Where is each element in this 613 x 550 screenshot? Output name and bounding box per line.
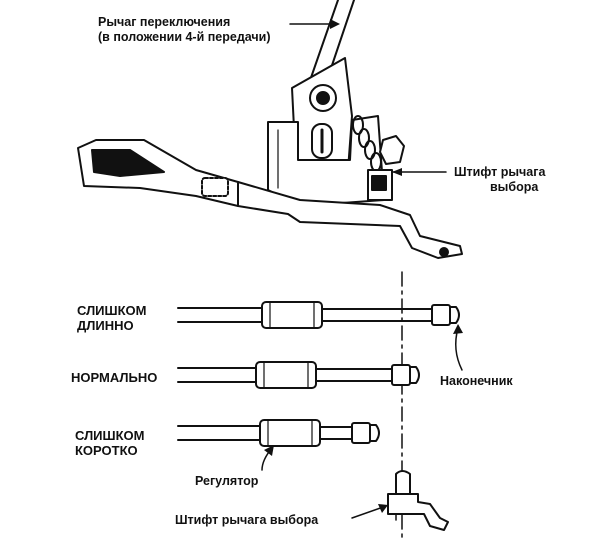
shift-lever-label-line2: (в положении 4-й передачи) bbox=[98, 30, 271, 44]
too-long-label: СЛИШКОМ ДЛИННО bbox=[77, 303, 146, 333]
select-pin-top-label-line2: выбора bbox=[490, 180, 539, 194]
cable-joint bbox=[201, 177, 229, 197]
too-short-label-line2: КОРОТКО bbox=[75, 443, 138, 458]
normal-label: НОРМАЛЬНО bbox=[71, 370, 157, 385]
too-long-label-line2: ДЛИННО bbox=[77, 318, 134, 333]
select-pin-top bbox=[367, 168, 447, 201]
tip-leader bbox=[453, 324, 463, 371]
tip-label-text: Наконечник bbox=[440, 374, 513, 388]
cable-too-short bbox=[177, 419, 380, 447]
select-pin-bottom-label: Штифт рычага выбора bbox=[175, 513, 318, 528]
adjuster-leader bbox=[261, 445, 274, 471]
nut bbox=[379, 135, 405, 165]
mounting-plate bbox=[237, 181, 463, 259]
too-short-label: СЛИШКОМ КОРОТКО bbox=[75, 428, 144, 458]
adjuster-label-text: Регулятор bbox=[195, 474, 259, 488]
adjuster-label: Регулятор bbox=[195, 474, 258, 489]
select-pin-top-label: Штифт рычага выбора bbox=[454, 165, 545, 195]
cable-too-long bbox=[177, 301, 460, 329]
cable-normal bbox=[177, 361, 420, 389]
too-long-label-line1: СЛИШКОМ bbox=[77, 303, 147, 318]
tip-label: Наконечник bbox=[440, 374, 513, 389]
too-short-label-line1: СЛИШКОМ bbox=[75, 428, 145, 443]
normal-label-text: НОРМАЛЬНО bbox=[71, 370, 158, 385]
shift-lever-leader bbox=[289, 19, 340, 29]
shift-lever-label-line1: Рычаг переключения bbox=[98, 15, 231, 29]
shifter-assembly bbox=[77, 0, 463, 259]
select-pin-bottom bbox=[351, 470, 449, 531]
shift-lever-label: Рычаг переключения (в положении 4-й пере… bbox=[98, 15, 271, 45]
select-pin-bottom-label-text: Штифт рычага выбора bbox=[175, 513, 319, 527]
select-pin-top-label-line1: Штифт рычага bbox=[454, 165, 546, 179]
